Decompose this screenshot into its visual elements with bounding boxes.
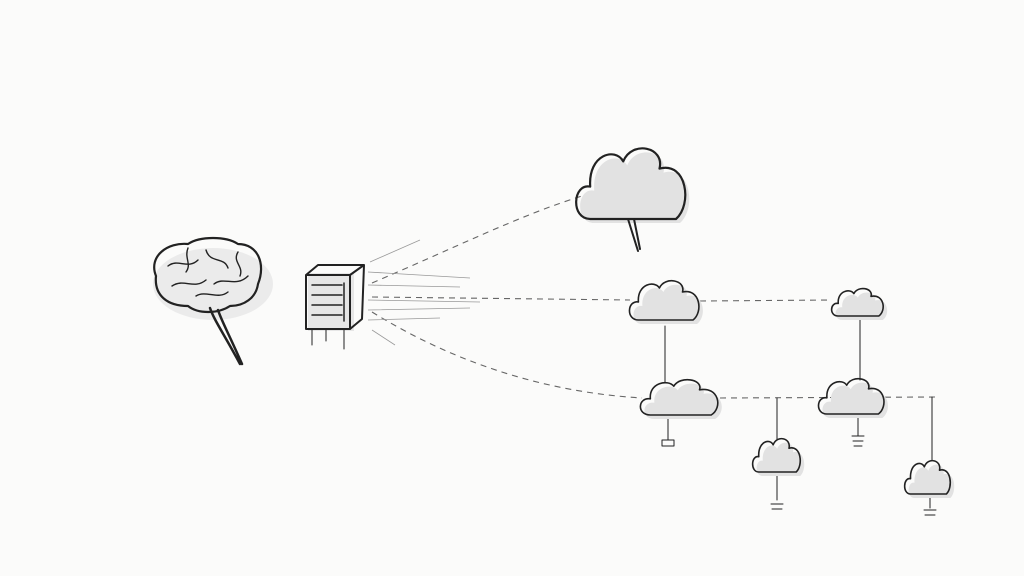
cloud-shadow bbox=[756, 442, 805, 476]
cloud-outline bbox=[575, 147, 687, 221]
cloud-icon bbox=[575, 147, 690, 252]
cloud-shadow bbox=[835, 292, 888, 320]
cloud-icon bbox=[628, 280, 703, 324]
cloud-shadow bbox=[633, 284, 703, 324]
server-icon bbox=[305, 264, 365, 350]
cloud-outline bbox=[903, 459, 952, 495]
connection-line bbox=[699, 299, 833, 302]
cloud-outline bbox=[628, 280, 700, 321]
connection-line bbox=[851, 412, 865, 447]
connection-line bbox=[770, 471, 784, 510]
cloud-icon bbox=[903, 459, 955, 498]
cloud-outline bbox=[817, 377, 885, 415]
cloud-shadow bbox=[580, 152, 690, 223]
cloud-stem bbox=[627, 218, 641, 252]
cloud-shadow bbox=[822, 382, 888, 418]
cloud-outline bbox=[830, 287, 884, 317]
connection-line bbox=[371, 296, 631, 301]
cloud-shadow bbox=[644, 383, 722, 419]
brain-icon bbox=[153, 236, 273, 366]
connection-line bbox=[371, 195, 583, 284]
connection-line bbox=[719, 396, 936, 399]
cloud-outline bbox=[639, 378, 719, 416]
server-rays bbox=[367, 239, 481, 346]
cloud-icon bbox=[817, 377, 888, 418]
cloud-shadow bbox=[908, 464, 955, 498]
cloud-icon bbox=[830, 287, 888, 320]
connection-line bbox=[371, 311, 643, 399]
dashed-connections bbox=[367, 195, 937, 516]
cloud-icon bbox=[639, 378, 722, 419]
cloud-outline bbox=[751, 437, 802, 473]
cloud-icon bbox=[751, 437, 805, 476]
